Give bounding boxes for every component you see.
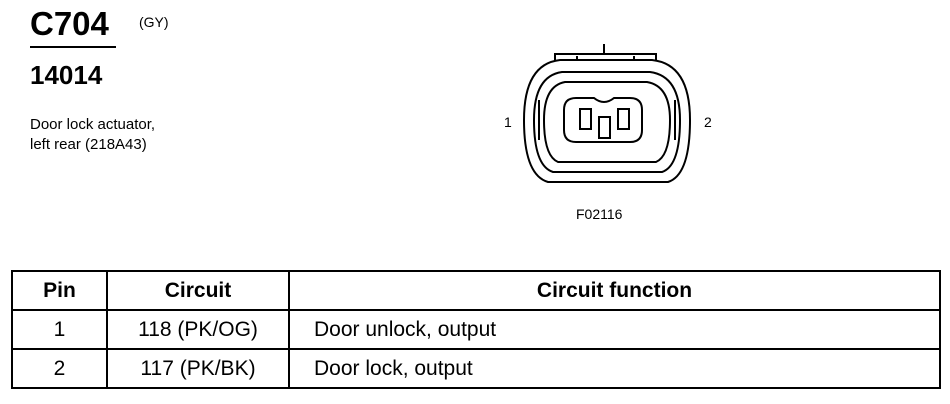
description-line-2: left rear (218A43) bbox=[30, 136, 147, 153]
terminal-key bbox=[598, 116, 611, 139]
table-header-row: Pin Circuit Circuit function bbox=[11, 270, 941, 311]
title-underline bbox=[30, 46, 116, 48]
connector-face-drawing bbox=[522, 44, 692, 183]
connector-id: C704 bbox=[30, 5, 109, 42]
cell-circuit-function: Door unlock, output bbox=[288, 309, 941, 350]
terminal-2 bbox=[617, 108, 630, 130]
table-row: 2 117 (PK/BK) Door lock, output bbox=[11, 348, 941, 389]
terminal-cavity bbox=[563, 97, 643, 143]
cell-circuit: 118 (PK/OG) bbox=[106, 309, 290, 350]
pin-label-1: 1 bbox=[504, 114, 512, 130]
cell-pin: 1 bbox=[11, 309, 108, 350]
terminal-1 bbox=[579, 108, 592, 130]
housing-ring-2 bbox=[542, 81, 672, 163]
header-pin: Pin bbox=[11, 270, 108, 311]
description-line-1: Door lock actuator, bbox=[30, 116, 156, 133]
figure-id: F02116 bbox=[576, 206, 623, 222]
table-row: 1 118 (PK/OG) Door unlock, output bbox=[11, 309, 941, 350]
pinout-table: Pin Circuit Circuit function 1 118 (PK/O… bbox=[11, 270, 941, 389]
cell-circuit: 117 (PK/BK) bbox=[106, 348, 290, 389]
housing-ring-1 bbox=[532, 71, 682, 173]
header-circuit: Circuit bbox=[106, 270, 290, 311]
header-circuit-function: Circuit function bbox=[288, 270, 941, 311]
cell-pin: 2 bbox=[11, 348, 108, 389]
pin-label-2: 2 bbox=[704, 114, 712, 130]
connector-color-code: (GY) bbox=[139, 14, 169, 30]
part-number: 14014 bbox=[30, 60, 103, 90]
cell-circuit-function: Door lock, output bbox=[288, 348, 941, 389]
